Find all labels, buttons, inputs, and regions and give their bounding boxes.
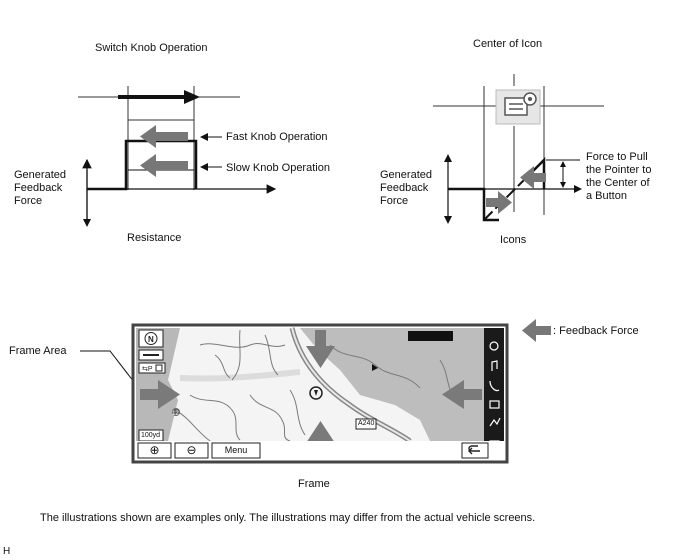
settings-tile-icon xyxy=(495,89,541,125)
music-note-icon xyxy=(491,360,498,371)
pull-left-arrow xyxy=(520,166,546,189)
pull-right-arrow xyxy=(486,191,512,214)
icons-label: Icons xyxy=(500,234,527,246)
road-sign-label: A240 xyxy=(358,420,375,427)
phone-icon xyxy=(489,380,500,392)
frame-caption: Frame xyxy=(298,478,330,490)
menu-button[interactable]: Menu xyxy=(224,445,248,455)
zoom-in-button[interactable]: ⊕ xyxy=(149,443,160,457)
frame-area-label: Frame Area xyxy=(9,345,67,357)
image-icon xyxy=(489,400,500,409)
footer-code: H xyxy=(3,546,11,557)
back-icon xyxy=(468,445,480,452)
map-scale-label: 100yd xyxy=(141,432,161,439)
parking-icon: ⇆P xyxy=(138,362,166,374)
feedback-force-label-left: Generated Feedback Force xyxy=(14,169,66,207)
fast-feedback-arrow xyxy=(140,125,188,148)
disclaimer-note: The illustrations shown are examples onl… xyxy=(40,512,536,524)
zoom-out-button[interactable]: ⊖ xyxy=(186,443,197,457)
switch-knob-title: Switch Knob Operation xyxy=(95,42,208,54)
svg-text:⇆P: ⇆P xyxy=(142,366,153,373)
map-cursor-icon xyxy=(309,386,323,400)
fast-knob-label: Fast Knob Operation xyxy=(226,131,328,143)
resistance-label: Resistance xyxy=(127,232,182,244)
frame-arrow-right xyxy=(140,380,180,409)
center-of-icon-title: Center of Icon xyxy=(473,38,543,50)
feedback-force-label-right: Generated Feedback Force xyxy=(380,169,432,207)
north-up-icon: N xyxy=(138,329,164,348)
compass-icon xyxy=(489,341,499,351)
road-sign xyxy=(355,418,377,430)
frame-arrow-left xyxy=(442,380,482,409)
slow-feedback-arrow xyxy=(140,154,188,177)
traffic-icon xyxy=(489,417,501,427)
svg-text:N: N xyxy=(148,335,154,344)
frame-arrow-down xyxy=(306,330,335,368)
svg-text:12: 12 xyxy=(172,411,179,417)
feedback-force-legend: : Feedback Force xyxy=(553,325,639,337)
slow-knob-label: Slow Knob Operation xyxy=(226,162,330,174)
pull-force-label: Force to Pull the Pointer to the Center … xyxy=(586,151,652,202)
